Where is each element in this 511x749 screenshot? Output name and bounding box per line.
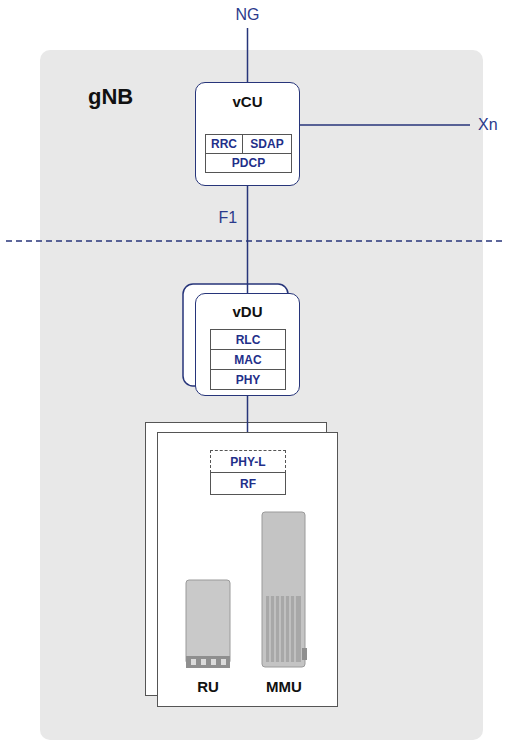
layer-label: SDAP [243, 135, 291, 153]
gnb-band: gNB vCU RRCSDAPPDCP vDU RLCMACPHY RUMMU PHY-LR… [40, 50, 483, 740]
box-title: RU [168, 678, 248, 695]
edge-label: F1 [219, 209, 238, 227]
layer-label: MAC [211, 350, 285, 369]
layer-label: RRC [206, 135, 242, 153]
layer-label: PDCP [206, 154, 291, 172]
box-title: vDU [196, 303, 299, 320]
interface-label: Xn [478, 116, 498, 134]
layer-label: RLC [211, 330, 285, 349]
layer-label: RF [211, 473, 285, 494]
layer-label: PHY [211, 370, 285, 389]
layer-box: PHY-L [210, 450, 286, 473]
layer-box: MAC [210, 349, 286, 370]
layer-box: SDAP [242, 134, 292, 154]
layer-box: RF [210, 472, 286, 495]
box-title: MMU [244, 678, 324, 695]
unit-box: vCU RRCSDAPPDCP [195, 82, 300, 186]
layer-box: RLC [210, 329, 286, 350]
box-title: gNB [88, 84, 133, 110]
unit-box: vDU RLCMACPHY [195, 293, 300, 396]
layer-box: PHY [210, 369, 286, 390]
box-title: vCU [196, 93, 299, 110]
radio-unit-box: RUMMU PHY-LRF [157, 432, 338, 707]
layer-label: PHY-L [211, 451, 285, 472]
layer-box: RRC [205, 134, 243, 154]
interface-label: NG [236, 6, 260, 24]
layer-box: PDCP [205, 153, 292, 173]
